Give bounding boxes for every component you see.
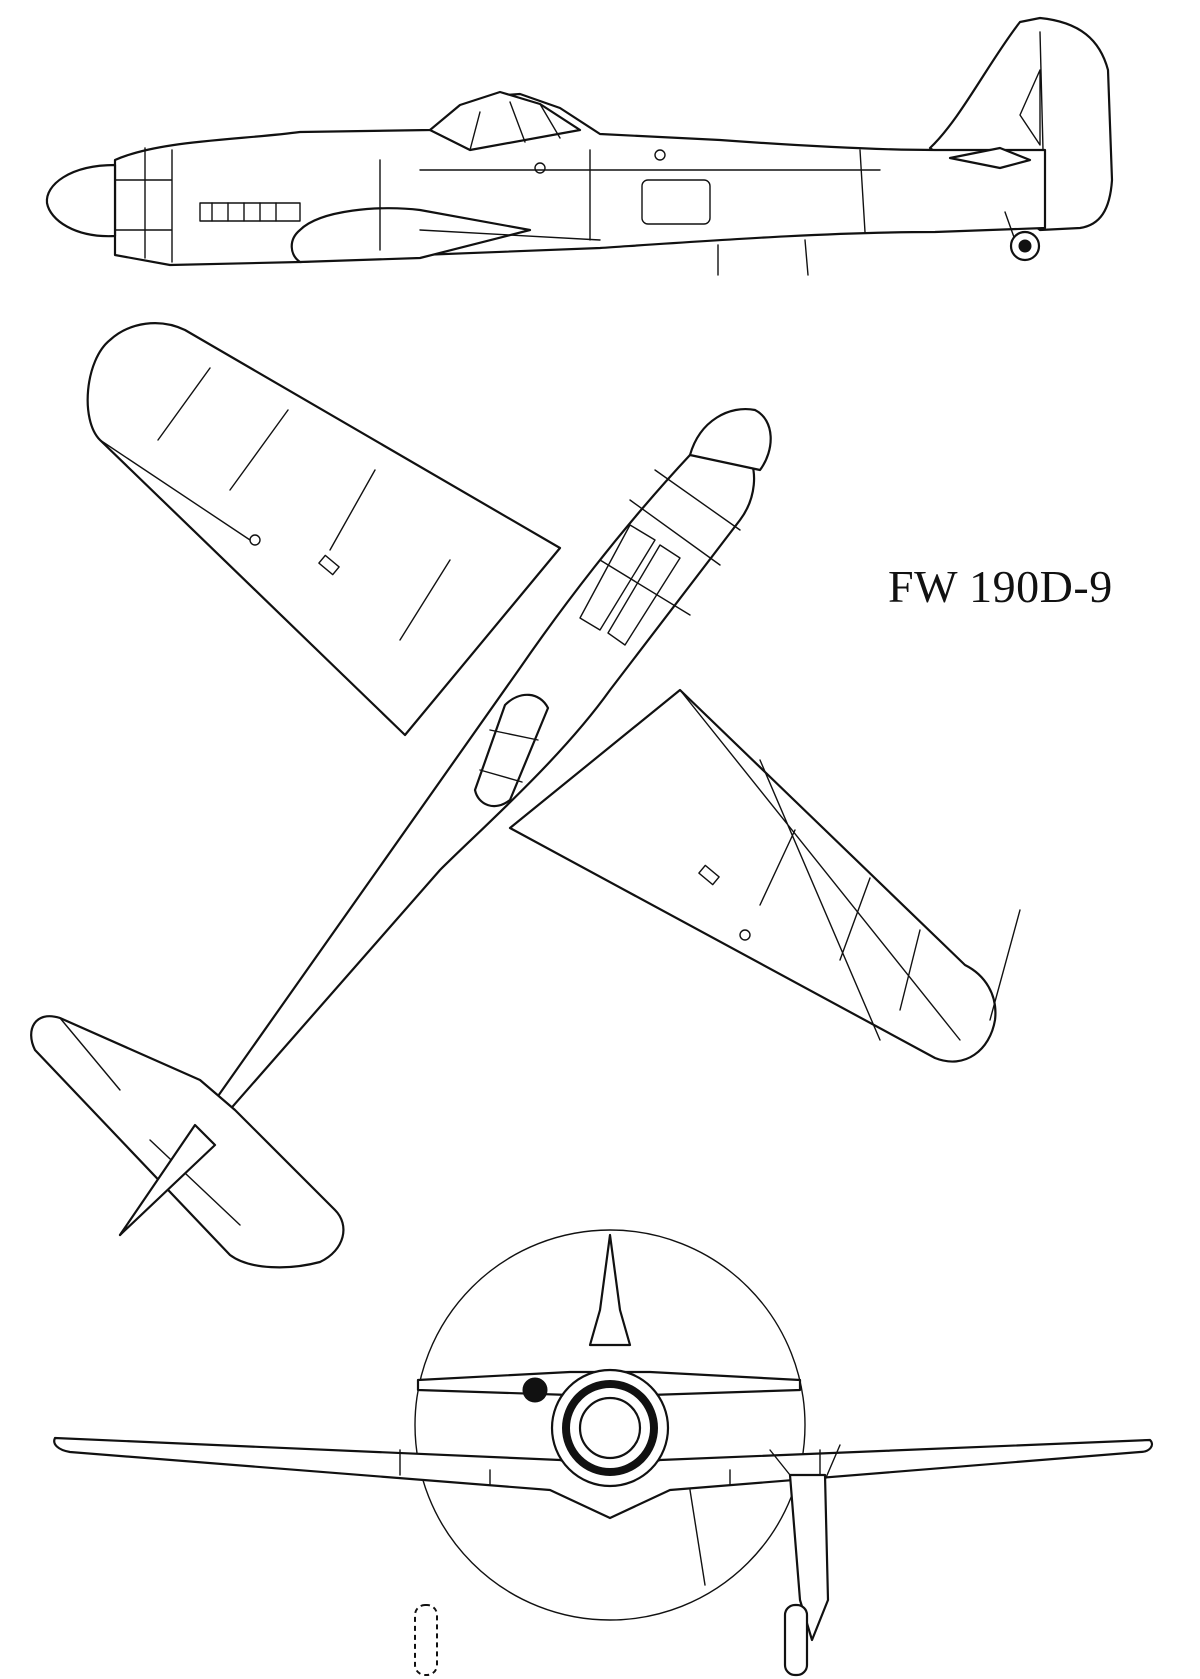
top-wing-left-panels bbox=[99, 367, 451, 641]
top-gun-troughs bbox=[579, 524, 681, 646]
top-detail bbox=[249, 534, 261, 546]
side-cowling-lines bbox=[114, 147, 173, 263]
side-rivet bbox=[534, 162, 546, 174]
front-spinner bbox=[578, 1396, 642, 1460]
side-wing-root bbox=[290, 207, 532, 264]
aircraft-title: FW 190D-9 bbox=[888, 561, 1113, 612]
side-tailplane bbox=[948, 146, 1032, 170]
top-wing-left bbox=[86, 322, 562, 737]
side-panel-lines bbox=[379, 149, 881, 251]
top-stabilizer-panels bbox=[59, 1017, 241, 1226]
top-wingtip-aerial bbox=[989, 909, 1021, 1021]
top-spinner bbox=[688, 408, 772, 472]
front-wing-panel-lines bbox=[399, 1449, 821, 1486]
top-cowling bbox=[599, 469, 741, 616]
front-landing-gear bbox=[788, 1473, 830, 1642]
front-fin bbox=[588, 1233, 632, 1347]
side-spinner bbox=[45, 163, 117, 238]
front-antenna bbox=[689, 1489, 706, 1586]
top-tail-cone bbox=[118, 1123, 217, 1237]
side-exhausts bbox=[199, 202, 301, 222]
side-antennas bbox=[717, 239, 809, 276]
front-wheel-left-dashed bbox=[414, 1604, 438, 1676]
top-wing-right-panels bbox=[679, 689, 961, 1041]
front-cowling-inner bbox=[562, 1380, 658, 1476]
front-wheel-right bbox=[783, 1603, 809, 1677]
side-hatch bbox=[641, 179, 711, 225]
side-canopy-frame bbox=[469, 101, 561, 151]
front-view bbox=[53, 1229, 1154, 1677]
top-view bbox=[30, 322, 1021, 1269]
front-prop-disc bbox=[414, 1229, 806, 1621]
side-tailwheel-strut bbox=[1004, 211, 1016, 241]
front-intake bbox=[522, 1377, 548, 1403]
top-wing-right bbox=[508, 688, 997, 1063]
side-view bbox=[45, 16, 1114, 276]
top-canopy bbox=[473, 693, 550, 808]
